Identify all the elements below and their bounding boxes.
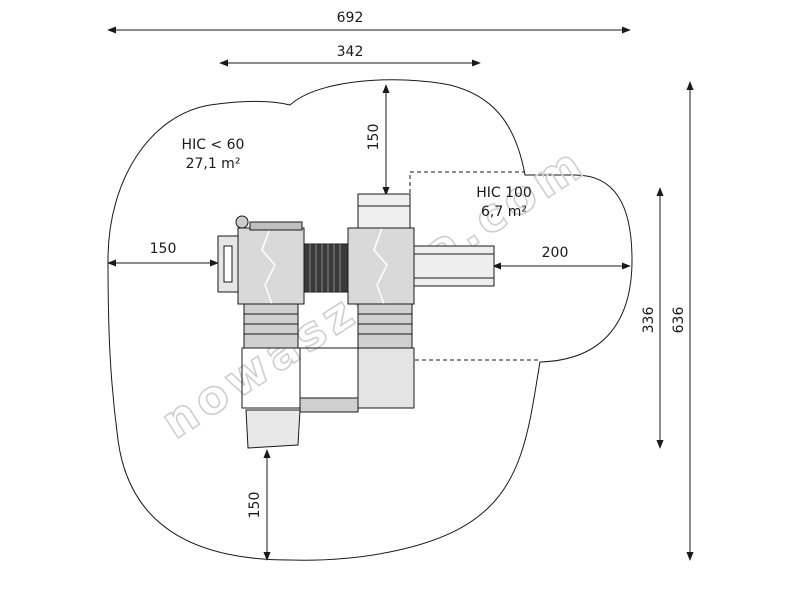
- slide-zone-area: 6,7 m²: [481, 204, 527, 220]
- tunnel: [303, 243, 349, 293]
- dim-structure-width: 342: [337, 44, 364, 60]
- steering-wheel: [235, 215, 249, 229]
- right-tower-roof: [347, 227, 415, 305]
- left-ladder: [243, 303, 299, 349]
- left-deck-frame: [241, 347, 301, 409]
- dim-top-clearance: 150: [366, 124, 382, 151]
- slide: [413, 245, 495, 287]
- dim-overall-width: 692: [337, 10, 364, 26]
- top-rail: [357, 193, 411, 229]
- dim-left-clearance: 150: [150, 241, 177, 257]
- slide-zone-label: HIC 100: [476, 185, 532, 201]
- hic100-zone-boundary: [409, 171, 540, 361]
- dim-right-clearance: 200: [542, 245, 569, 261]
- main-zone-label: HIC < 60: [182, 137, 245, 153]
- dim-overall-height: 636: [671, 307, 687, 334]
- right-ladder: [357, 303, 413, 349]
- right-deck-frame: [357, 347, 415, 409]
- play-equipment: [217, 193, 495, 449]
- activity-panel: [245, 409, 301, 449]
- dim-inner-height: 336: [641, 307, 657, 334]
- safety-zone-outline: [107, 79, 633, 561]
- left-tower-roof: [237, 227, 305, 305]
- main-zone-area: 27,1 m²: [186, 156, 241, 172]
- dim-bottom-clearance: 150: [247, 492, 263, 519]
- bridge: [299, 397, 359, 413]
